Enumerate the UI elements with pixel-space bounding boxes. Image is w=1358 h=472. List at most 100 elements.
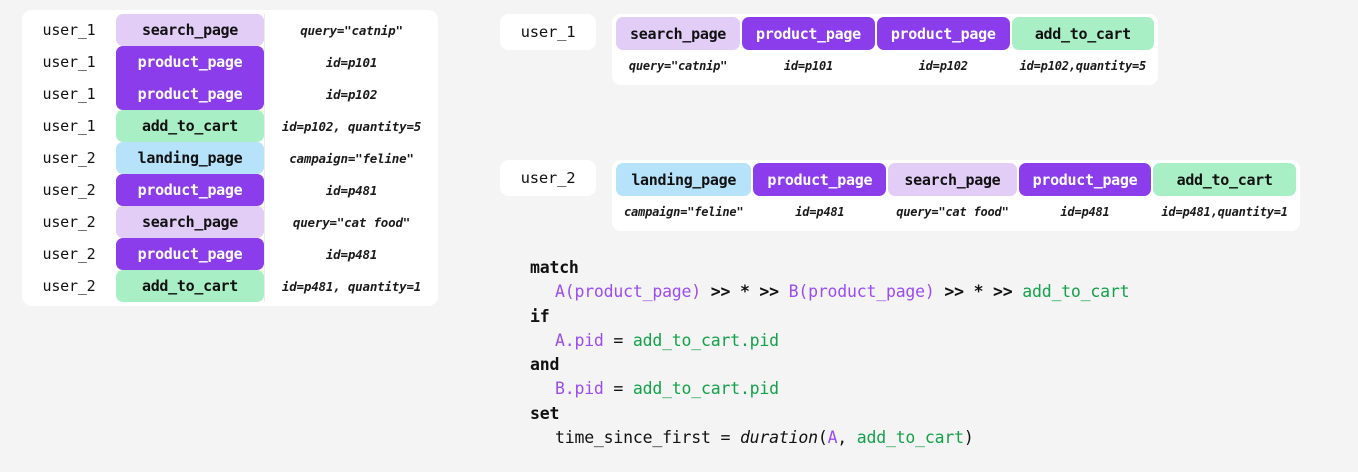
event-user-id: user_1 [42, 85, 96, 103]
query-token-op: >> [710, 282, 731, 302]
event-attributes: id=p101 [264, 46, 438, 78]
query-token-plain [1013, 282, 1023, 301]
sequence-user-chip: user_1 [500, 14, 596, 50]
query-line: match [530, 256, 1129, 280]
event-user-id: user_2 [42, 277, 96, 295]
query-line: A.pid = add_to_cart.pid [530, 329, 1129, 353]
sequence-step: landing_page campaign="feline" [615, 163, 752, 227]
query-token-ev: add_to_cart.pid [632, 330, 779, 350]
query-line: time_since_first = duration(A, add_to_ca… [530, 426, 1129, 450]
event-user-id: user_1 [42, 117, 96, 135]
event-attributes: query="catnip" [264, 14, 438, 46]
query-token-op: >> [759, 282, 779, 302]
event-user-id: user_2 [42, 149, 96, 167]
query-token-var: B.pid [555, 379, 604, 399]
sequence-step: product_page id=p101 [741, 17, 876, 81]
event-type-pill: product_page [116, 238, 264, 270]
sequence-track: landing_page campaign="feline" product_pag… [612, 160, 1300, 231]
sequence-step: search_page query="catnip" [615, 17, 741, 81]
query-token-var: A(product_page) [555, 282, 702, 302]
sequence-event-pill: search_page [888, 163, 1017, 196]
event-type-cell: search_page [116, 14, 264, 46]
sequence-event-pill: add_to_cart [1011, 17, 1155, 50]
query-line: and [530, 353, 1129, 377]
query-line: if [530, 305, 1129, 329]
sequence-step: search_page query="cat food" [887, 163, 1017, 227]
sequence-event-attributes: query="catnip" [628, 58, 728, 73]
event-type-cell: add_to_cart [116, 110, 264, 142]
query-token-plain: = [603, 379, 633, 399]
query-token-kw: set [530, 403, 560, 423]
event-type-cell: add_to_cart [116, 270, 264, 302]
event-user-id: user_2 [42, 181, 96, 199]
event-user-id: user_2 [42, 213, 96, 231]
event-type-pill: product_page [116, 78, 264, 110]
event-type-pill: add_to_cart [116, 270, 264, 302]
query-token-kw: if [530, 306, 550, 326]
sequence-row-user-1: user_1 search_page query="catnip" product_p… [500, 14, 1159, 85]
sequence-event-pill: search_page [616, 17, 741, 50]
event-type-cell: landing_page [116, 142, 264, 174]
query-token-kw: match [530, 258, 579, 277]
sequence-track: search_page query="catnip" product_page id=… [612, 14, 1159, 85]
sequence-event-pill: product_page [742, 17, 875, 50]
query-token-fn: duration [739, 428, 818, 448]
query-token-op: >> [944, 282, 964, 302]
query-line: B.pid = add_to_cart.pid [530, 377, 1129, 401]
query-token-plain [701, 282, 711, 301]
event-attributes: campaign="feline" [264, 142, 438, 174]
event-type-pill: product_page [116, 46, 264, 78]
query-token-plain [983, 282, 993, 301]
sequence-event-pill: add_to_cart [1153, 163, 1296, 196]
query-token-var: B(product_page) [788, 282, 935, 302]
sequence-event-pill: product_page [753, 163, 887, 196]
event-type-pill: search_page [116, 14, 264, 46]
query-token-plain [730, 282, 740, 301]
event-type-cell: product_page [116, 174, 264, 206]
sequence-event-attributes: id=p481 [1060, 204, 1110, 219]
query-token-plain [964, 282, 974, 301]
event-type-pill: product_page [116, 174, 264, 206]
query-token-ev: add_to_cart.pid [632, 379, 779, 399]
event-user-id: user_1 [42, 21, 96, 39]
query-token-op: * [973, 282, 984, 302]
event-attributes: id=p102, quantity=5 [264, 110, 438, 142]
sequence-event-attributes: id=p102 [918, 58, 968, 73]
sequence-event-attributes: campaign="feline" [624, 204, 744, 219]
sequence-event-attributes: id=p101 [783, 58, 834, 73]
event-type-cell: search_page [116, 206, 264, 238]
query-token-plain: time_since_first = [555, 428, 740, 448]
query-token-plain: , [837, 428, 857, 448]
sequence-event-attributes: query="cat food" [896, 204, 1009, 219]
event-type-pill: search_page [116, 206, 264, 238]
query-token-kw: and [530, 355, 560, 375]
event-user-id: user_1 [42, 53, 96, 71]
event-type-pill: landing_page [116, 142, 264, 174]
event-type-cell: product_page [116, 46, 264, 78]
query-token-var: A.pid [555, 330, 604, 350]
sequence-event-pill: product_page [876, 17, 1010, 50]
event-attributes: id=p481, quantity=1 [264, 270, 438, 302]
sequence-event-pill: landing_page [616, 163, 752, 196]
query-token-ev: add_to_cart [856, 428, 964, 448]
event-type-cell: product_page [116, 78, 264, 110]
query-token-plain [779, 282, 789, 301]
event-type-pill: add_to_cart [116, 110, 264, 142]
event-attributes: id=p481 [264, 238, 438, 270]
query-token-op: >> [993, 282, 1013, 302]
sequence-step: product_page id=p102 [876, 17, 1011, 81]
event-type-cell: product_page [116, 238, 264, 270]
query-token-plain: ) [963, 428, 974, 448]
sequence-event-attributes: id=p481 [795, 204, 845, 219]
query-token-var: A [827, 428, 838, 448]
